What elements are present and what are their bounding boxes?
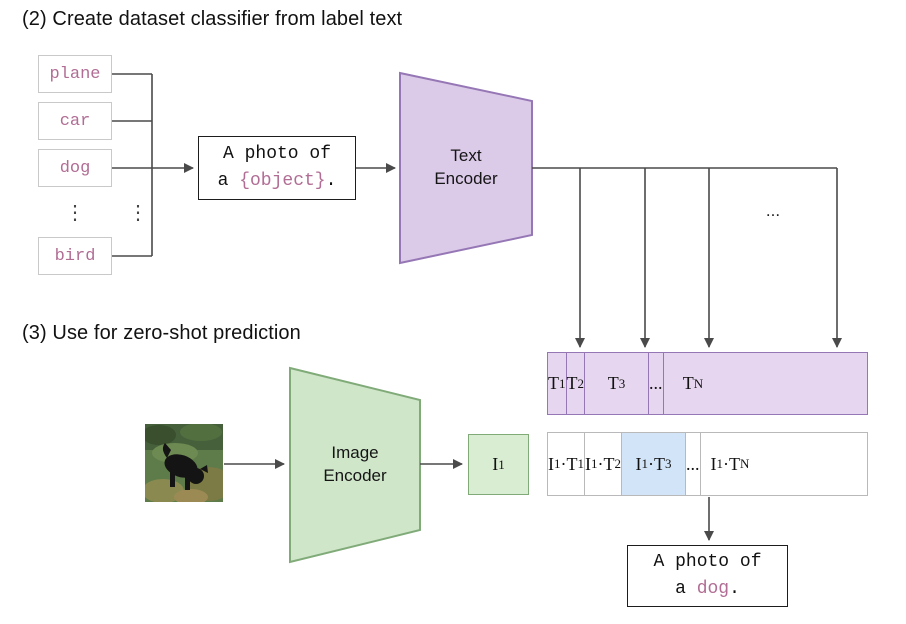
image-encoder-label: Image Encoder	[290, 442, 420, 488]
text-encoder-label-line2: Encoder	[434, 168, 498, 188]
output-line2: a dog.	[675, 576, 740, 603]
prompt-template-box: A photo of a {object}.	[198, 136, 356, 200]
prompt-object-token: {object}	[239, 171, 326, 191]
output-line1: A photo of	[653, 552, 762, 572]
sim2-p1: I	[585, 453, 591, 474]
prediction-output-box: A photo of a dog.	[627, 545, 788, 607]
text-encoder-shape	[399, 71, 533, 265]
sim-cell-ellipsis: ...	[685, 433, 700, 495]
section3-title: (3) Use for zero-shot prediction	[22, 322, 301, 344]
label-plane-text: plane	[49, 64, 101, 84]
label-dog-text: dog	[59, 158, 91, 178]
i1-base: I	[492, 454, 499, 474]
sim1-p1: I	[548, 453, 554, 474]
image-encoder-shape	[289, 366, 421, 564]
sim2-p2: T	[603, 453, 615, 474]
sim3-p2: T	[654, 453, 665, 474]
text-encoder-label: Text Encoder	[400, 145, 532, 191]
text-encoder-label-line1: Text	[450, 146, 482, 165]
output-line2-pre: a	[675, 579, 697, 599]
prompt-line1: A photo of	[222, 144, 332, 164]
section2-title: (2) Create dataset classifier from label…	[22, 8, 403, 30]
simn-p2: T	[729, 453, 741, 474]
simn-p1: I	[710, 453, 717, 474]
label-box-dog: dog	[38, 149, 112, 187]
label-box-bird: bird	[38, 237, 112, 275]
sim3-p1: I	[635, 453, 642, 474]
label-car-text: car	[59, 111, 91, 131]
label-bird-text: bird	[54, 246, 96, 266]
text-encoder-output-lines	[532, 167, 842, 348]
label-box-plane: plane	[38, 55, 112, 93]
prompt-line2-post: .	[325, 171, 337, 191]
sim2-dot: ·	[597, 453, 604, 474]
sim1-p2: T	[566, 453, 578, 474]
t-ellipsis-text: ...	[649, 373, 663, 393]
t2-base: T	[566, 373, 578, 393]
image-encoder-label-line2: Encoder	[323, 465, 387, 485]
prompt-line2-pre: a	[217, 171, 240, 191]
t-cell-ellipsis: ...	[648, 353, 663, 414]
output-line2-post: .	[729, 579, 740, 599]
bracket-column-ellipsis: ⋮	[128, 202, 148, 224]
output-object-token: dog	[696, 579, 730, 599]
t1-base: T	[548, 373, 559, 393]
sim3-dot: ·	[648, 453, 654, 474]
tn-base: T	[682, 373, 694, 393]
t3-base: T	[607, 373, 619, 393]
label-box-car: car	[38, 102, 112, 140]
label-bracket-lines	[112, 73, 153, 257]
label-column-ellipsis: ⋮	[65, 202, 85, 224]
dog-photo	[145, 424, 223, 502]
image-encoder-label-line1: Image	[331, 443, 379, 462]
simn-dot: ·	[723, 453, 730, 474]
prompt-line2: a {object}.	[218, 168, 337, 195]
drop-arrows-ellipsis: ...	[765, 201, 781, 220]
sim1-dot: ·	[560, 453, 567, 474]
sim-ellipsis-text: ...	[686, 453, 700, 474]
